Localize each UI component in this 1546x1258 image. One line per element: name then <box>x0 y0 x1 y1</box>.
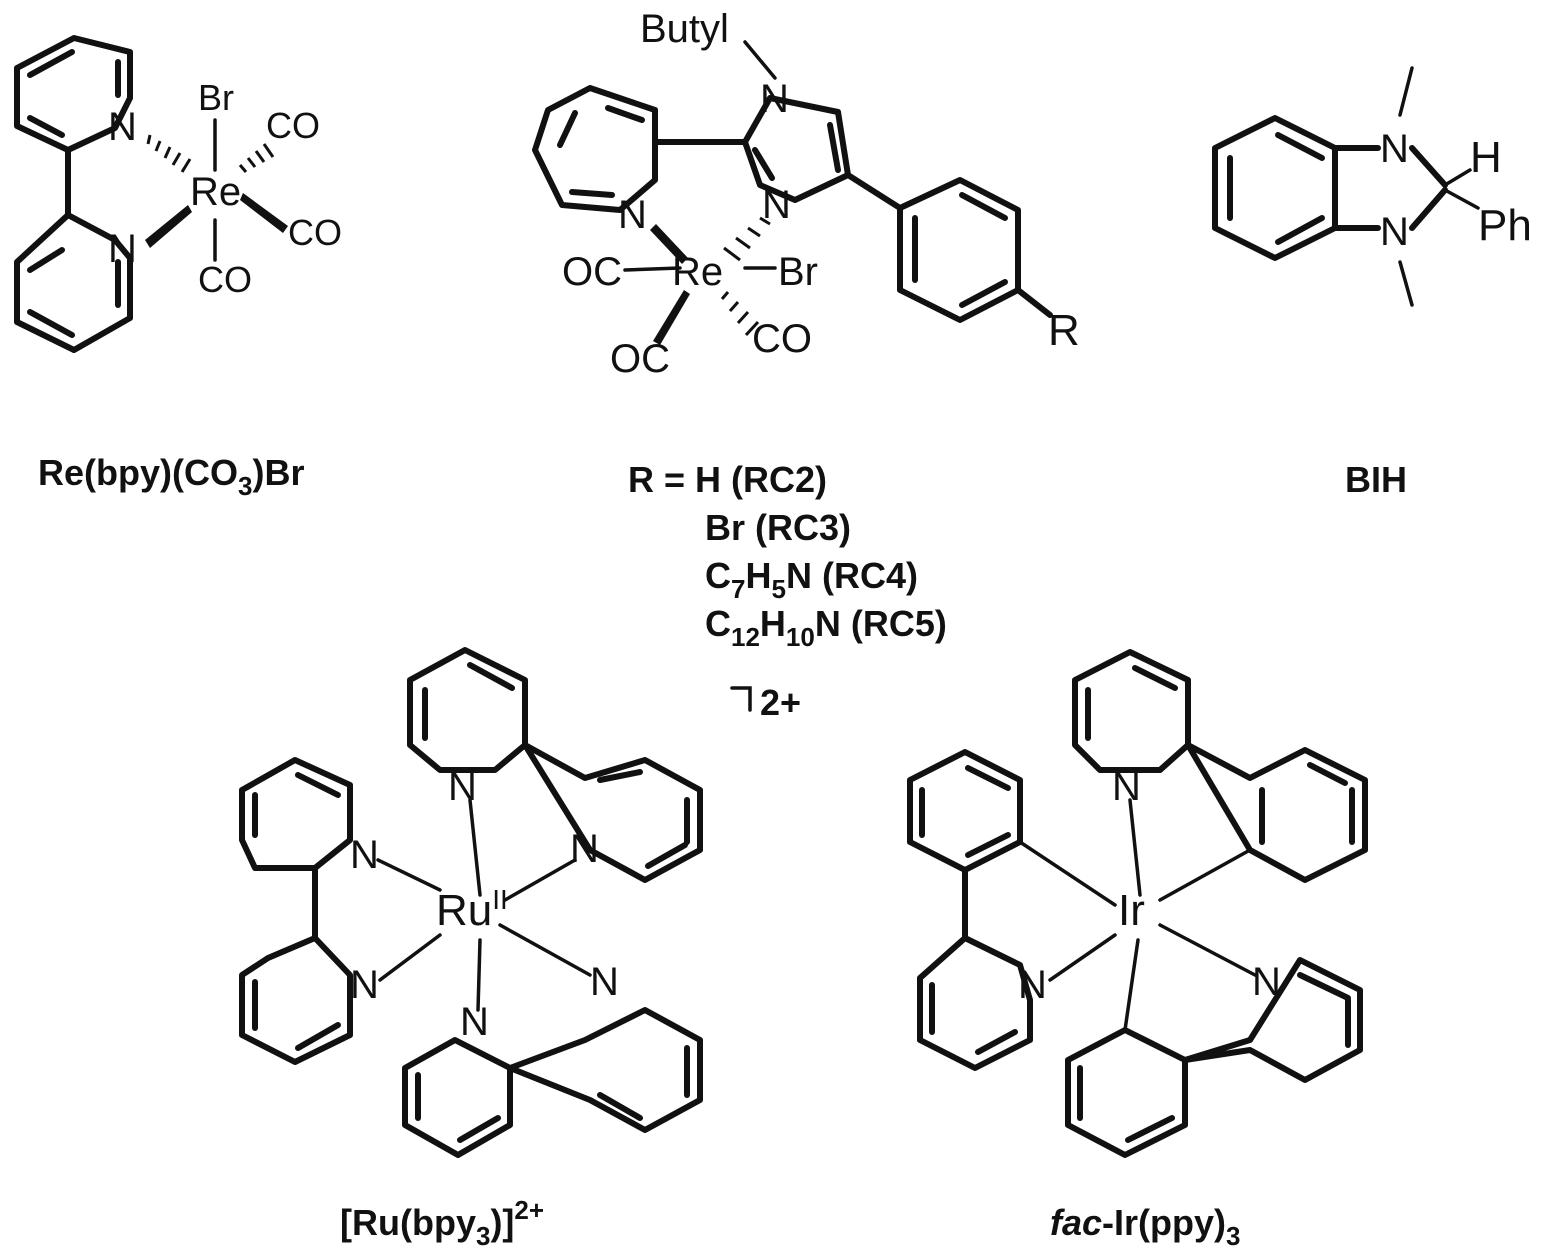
atom-label: N <box>350 833 379 877</box>
wedge-bond <box>650 224 688 264</box>
wedge-bond <box>145 205 192 248</box>
metal-label: Re <box>672 250 723 294</box>
structure-ru-bpy3 <box>239 647 752 1158</box>
caption-ir-ppy3: fac-Ir(ppy)3 <box>1050 1202 1240 1251</box>
atom-label: Br <box>778 250 818 294</box>
atom-label: N <box>570 827 599 871</box>
atom-label: N <box>108 227 137 271</box>
r-group-rc2: R = H (RC2) <box>628 459 827 500</box>
atom-label: CO <box>288 212 342 253</box>
atom-label: N <box>448 765 477 809</box>
metal-label: RuII <box>436 884 508 935</box>
atom-label: N <box>618 193 647 237</box>
atom-label: CO <box>266 105 320 146</box>
atom-label: N <box>762 183 791 227</box>
atom-label: N <box>1252 960 1281 1004</box>
r-group-rc4: C7H5N (RC4) <box>705 555 918 604</box>
atom-label: N <box>350 963 379 1007</box>
caption-bih: BIH <box>1345 459 1407 500</box>
atom-label: CO <box>752 317 812 361</box>
atom-label: Br <box>198 77 234 118</box>
atom-label: Ph <box>1478 201 1532 250</box>
structure-re-imidazole <box>532 40 1053 345</box>
wedge-bond <box>653 290 690 345</box>
hashed-bond <box>720 291 760 337</box>
atom-label: CO <box>198 259 252 300</box>
wedge-bond <box>240 193 288 233</box>
atom-label: N <box>1380 210 1409 254</box>
structure-ir-ppy3 <box>907 649 1368 1158</box>
structure-bih <box>1212 66 1480 307</box>
atom-label: OC <box>610 337 670 381</box>
atom-label: R <box>1048 306 1080 355</box>
atom-label: N <box>590 960 619 1004</box>
atom-label: H <box>1470 133 1502 182</box>
metal-label: Ir <box>1118 886 1145 935</box>
charge-label: 2+ <box>760 682 801 723</box>
atom-label: Butyl <box>640 7 729 51</box>
structure-re-bpy <box>14 35 288 353</box>
hashed-bond <box>238 143 275 173</box>
metal-label: Re <box>190 170 241 214</box>
atom-label: N <box>108 105 137 149</box>
hashed-bond <box>146 134 192 173</box>
atom-label: N <box>460 1000 489 1044</box>
atom-label: OC <box>562 250 622 294</box>
r-group-rc5: C12H10N (RC5) <box>705 603 947 652</box>
atom-label: N <box>1018 963 1047 1007</box>
atom-label: N <box>1380 127 1409 171</box>
r-group-rc3: Br (RC3) <box>705 507 851 548</box>
caption-re-bpy: Re(bpy)(CO3)Br <box>38 452 304 501</box>
caption-ru-bpy3: [Ru(bpy3)]2+ <box>340 1195 544 1251</box>
hashed-bond <box>723 216 771 262</box>
atom-label: N <box>760 77 789 121</box>
atom-label: N <box>1112 765 1141 809</box>
